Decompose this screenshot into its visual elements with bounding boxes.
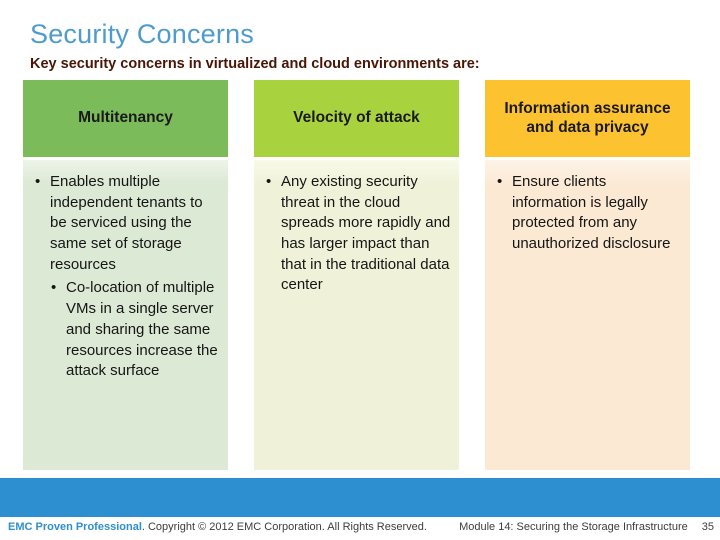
column-header-information-assurance: Information assurance and data privacy (485, 80, 690, 157)
concern-column-information-assurance: Information assurance and data privacyEn… (485, 80, 690, 470)
slide-title: Security Concerns (30, 19, 254, 49)
bottom-accent-bar (0, 478, 720, 517)
bullet-item: Enables multiple independent tenants to … (33, 172, 220, 275)
column-header-velocity-of-attack: Velocity of attack (254, 80, 459, 157)
footer-brand: EMC Proven Professional (8, 521, 142, 533)
column-body-information-assurance: Ensure clients information is legally pr… (485, 160, 690, 470)
concern-columns: MultitenancyEnables multiple independent… (23, 80, 690, 470)
bullet-item: Co-location of multiple VMs in a single … (33, 278, 220, 381)
footer-module-text: Module 14: Securing the Storage Infrastr… (459, 521, 688, 533)
column-body-multitenancy: Enables multiple independent tenants to … (23, 160, 228, 470)
concern-column-velocity-of-attack: Velocity of attackAny existing security … (254, 80, 459, 470)
concern-column-multitenancy: MultitenancyEnables multiple independent… (23, 80, 228, 470)
bullet-item: Ensure clients information is legally pr… (495, 172, 682, 255)
footer-copyright: EMC Proven Professional. Copyright © 201… (8, 521, 427, 533)
footer: EMC Proven Professional. Copyright © 201… (8, 521, 714, 533)
footer-page-number: 35 (701, 521, 714, 533)
slide-subtitle: Key security concerns in virtualized and… (30, 56, 480, 72)
footer-module: Module 14: Securing the Storage Infrastr… (459, 521, 714, 533)
bullet-item: Any existing security threat in the clou… (264, 172, 451, 296)
column-header-multitenancy: Multitenancy (23, 80, 228, 157)
footer-copyright-text: . Copyright © 2012 EMC Corporation. All … (141, 521, 427, 533)
column-body-velocity-of-attack: Any existing security threat in the clou… (254, 160, 459, 470)
